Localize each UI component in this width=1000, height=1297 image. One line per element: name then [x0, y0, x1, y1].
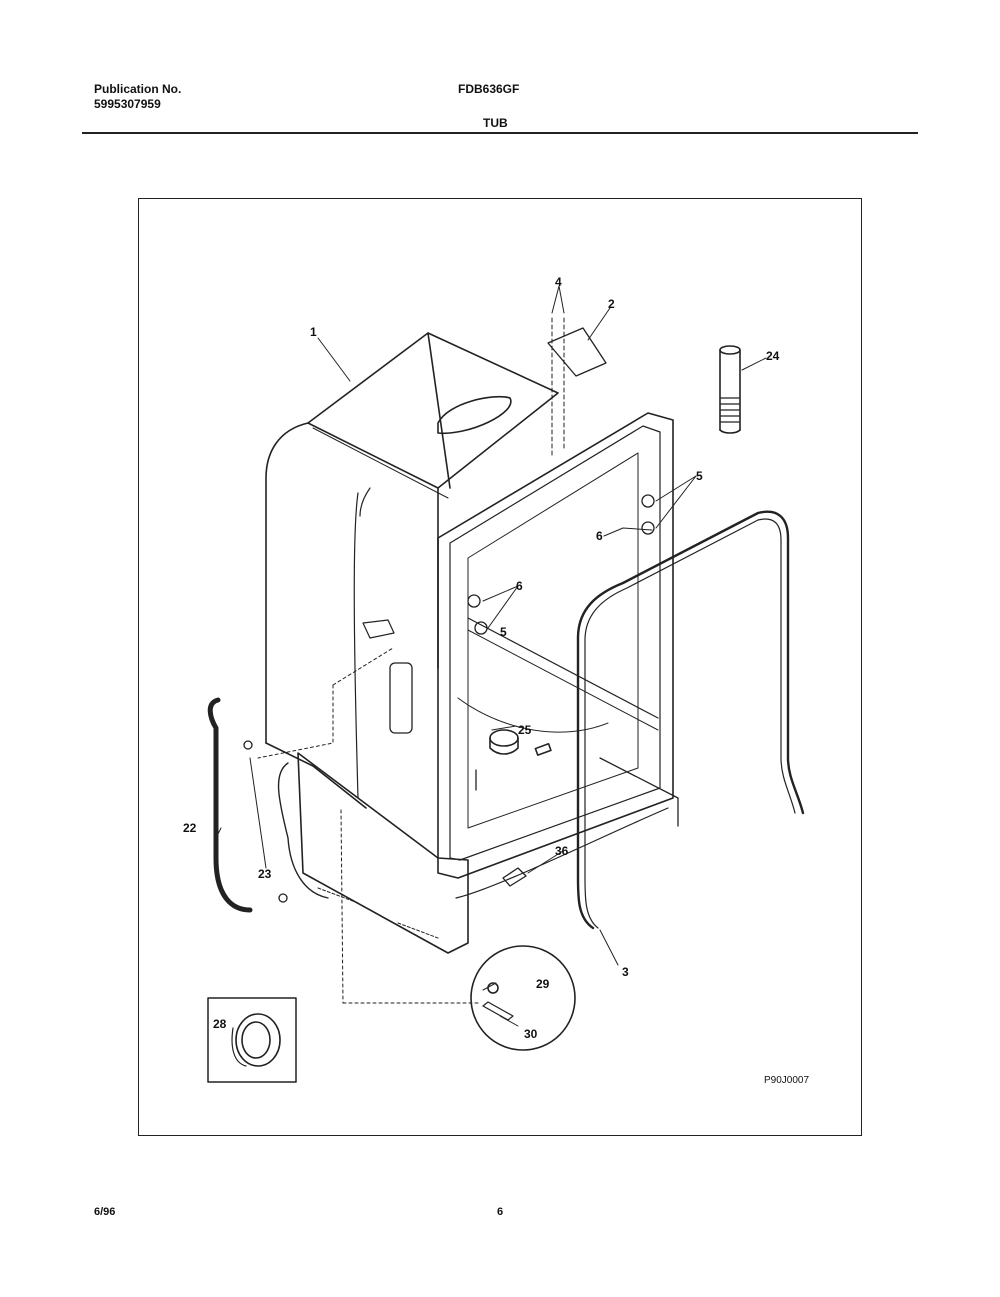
part-24-cylinder [719, 345, 741, 434]
inset-circle [470, 945, 576, 1051]
section-title: TUB [483, 116, 508, 130]
callout-5-upper: 5 [696, 469, 703, 483]
hardware [243, 494, 655, 903]
callout-24: 24 [766, 349, 780, 363]
callout-28: 28 [213, 1017, 227, 1031]
callout-36: 36 [555, 844, 569, 858]
inset-box [207, 997, 297, 1083]
part-2-bracket [547, 327, 607, 377]
footer-page-number: 6 [497, 1206, 504, 1218]
callout-25: 25 [518, 723, 532, 737]
callout-1: 1 [310, 325, 317, 339]
detergent-dispenser [389, 662, 413, 734]
tub-body [265, 332, 559, 809]
tub-exploded-diagram: 1 2 3 4 5 5 6 6 22 23 24 25 28 29 30 36 … [183, 275, 809, 1086]
drain-hose [207, 697, 253, 913]
tub-front-frame [437, 412, 679, 899]
diagram-reference-code: P90J0007 [764, 1075, 809, 1086]
callout-5-middle: 5 [500, 625, 507, 639]
publication-number: 5995307959 [94, 97, 161, 111]
tub-base-rail [277, 752, 469, 954]
model-number: FDB636GF [458, 82, 520, 96]
callout-23: 23 [258, 867, 272, 881]
footer-date: 6/96 [94, 1206, 116, 1218]
door-gasket-channel [576, 510, 805, 930]
callout-2: 2 [608, 297, 615, 311]
callout-29: 29 [536, 977, 550, 991]
callout-6-middle: 6 [516, 579, 523, 593]
callout-3: 3 [622, 965, 629, 979]
publication-label: Publication No. [94, 82, 182, 96]
callout-22: 22 [183, 821, 197, 835]
header-rule [82, 132, 918, 134]
part-25-float [489, 729, 552, 756]
callout-30: 30 [524, 1027, 538, 1041]
callout-4: 4 [555, 275, 562, 289]
diagram-frame [138, 198, 862, 1136]
callout-6-right: 6 [596, 529, 603, 543]
leader-lines [215, 285, 767, 1027]
